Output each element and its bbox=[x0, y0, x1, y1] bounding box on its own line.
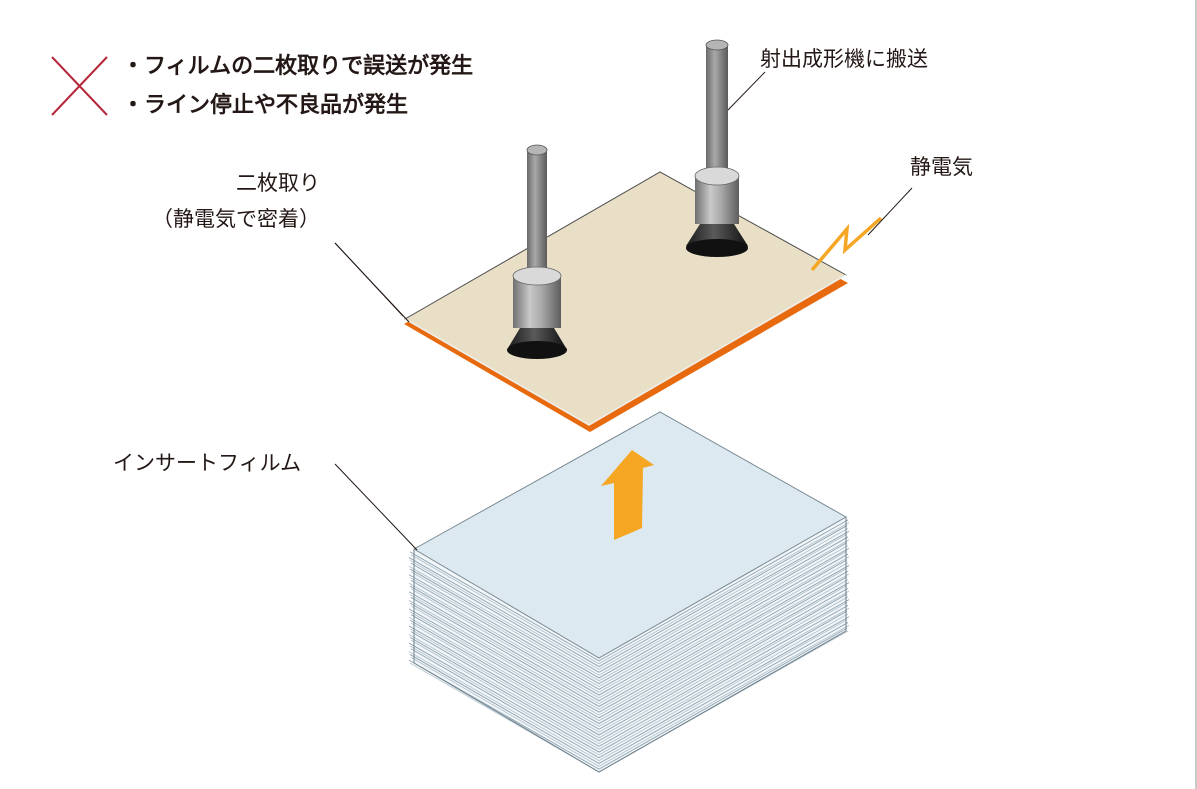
stack-layer-edge bbox=[408, 610, 848, 753]
stack-layer-edge bbox=[409, 622, 849, 764]
stack-layer-edge bbox=[410, 539, 850, 682]
stack-layer-edge bbox=[409, 587, 849, 730]
stack-layer-edge bbox=[410, 624, 850, 767]
stack-layer-edge bbox=[410, 590, 850, 733]
stack-layer-edge bbox=[410, 530, 850, 673]
stack-layers bbox=[408, 517, 850, 773]
stack-top-sheet bbox=[412, 411, 848, 659]
warning-text-2: ・ライン停止や不良品が発生 bbox=[122, 92, 408, 118]
insert-film-stack bbox=[408, 411, 850, 773]
stack-outline bbox=[413, 517, 847, 773]
x-mark-icon bbox=[51, 56, 108, 116]
stack-layer-edge bbox=[409, 579, 849, 722]
stack-layer-edge bbox=[410, 565, 850, 707]
suction-rod-right bbox=[706, 45, 728, 175]
stack-layer-edge bbox=[409, 519, 849, 662]
leader-lines bbox=[334, 71, 913, 551]
stack-layer-edge bbox=[410, 607, 850, 750]
stack-layer-edge bbox=[408, 550, 848, 693]
stack-layer-edge bbox=[409, 528, 849, 670]
label-static: 静電気 bbox=[910, 155, 973, 179]
stack-layer-edge bbox=[408, 525, 848, 668]
stack-layer-edge bbox=[409, 562, 849, 705]
stack-layer-edge bbox=[409, 545, 849, 688]
stack-layer-edge bbox=[408, 602, 848, 745]
stack-layer-edge bbox=[408, 627, 848, 770]
page-right-border bbox=[1195, 0, 1197, 789]
stack-layer-edge bbox=[409, 604, 849, 747]
label-transfer: 射出成形機に搬送 bbox=[760, 47, 928, 71]
double-picked-films bbox=[403, 171, 848, 432]
suction-cup-right bbox=[686, 39, 748, 257]
label-double-pick-1: 二枚取り bbox=[236, 171, 320, 195]
stack-layer-edge bbox=[410, 573, 850, 716]
stack-layer-edge bbox=[408, 619, 848, 762]
stack-layer-edge bbox=[408, 567, 848, 710]
stack-layer-edge bbox=[409, 536, 849, 679]
suction-cup-left bbox=[507, 144, 567, 359]
stack-layer-edge bbox=[408, 559, 848, 702]
stack-layer-edge bbox=[408, 542, 848, 685]
suction-rod-left bbox=[527, 150, 547, 276]
label-insert-film: インサートフィルム bbox=[113, 451, 301, 475]
stack-layer-edge bbox=[410, 599, 850, 742]
stack-layer-edge bbox=[409, 570, 849, 713]
stack-layer-edge bbox=[409, 553, 849, 696]
stack-layer-edge bbox=[409, 596, 849, 739]
stack-layer-edge bbox=[410, 522, 850, 665]
warning-text-1: ・フィルムの二枚取りで誤送が発生 bbox=[122, 53, 473, 79]
stack-layer-edge bbox=[410, 616, 850, 759]
stack-layer-edge bbox=[408, 593, 848, 736]
stack-layer-edge bbox=[410, 547, 850, 690]
label-double-pick-2: （静電気で密着） bbox=[152, 207, 320, 231]
stack-layer-edge bbox=[410, 556, 850, 699]
film-top-sheet bbox=[403, 171, 848, 426]
lightning-icon bbox=[810, 216, 883, 272]
stack-layer-edge bbox=[408, 576, 848, 719]
stack-layer-edge bbox=[408, 585, 848, 727]
stack-layer-edge bbox=[409, 613, 849, 756]
stack-layer-edge bbox=[408, 533, 848, 676]
up-arrow-icon bbox=[601, 450, 654, 540]
stack-layer-edge bbox=[410, 582, 850, 725]
